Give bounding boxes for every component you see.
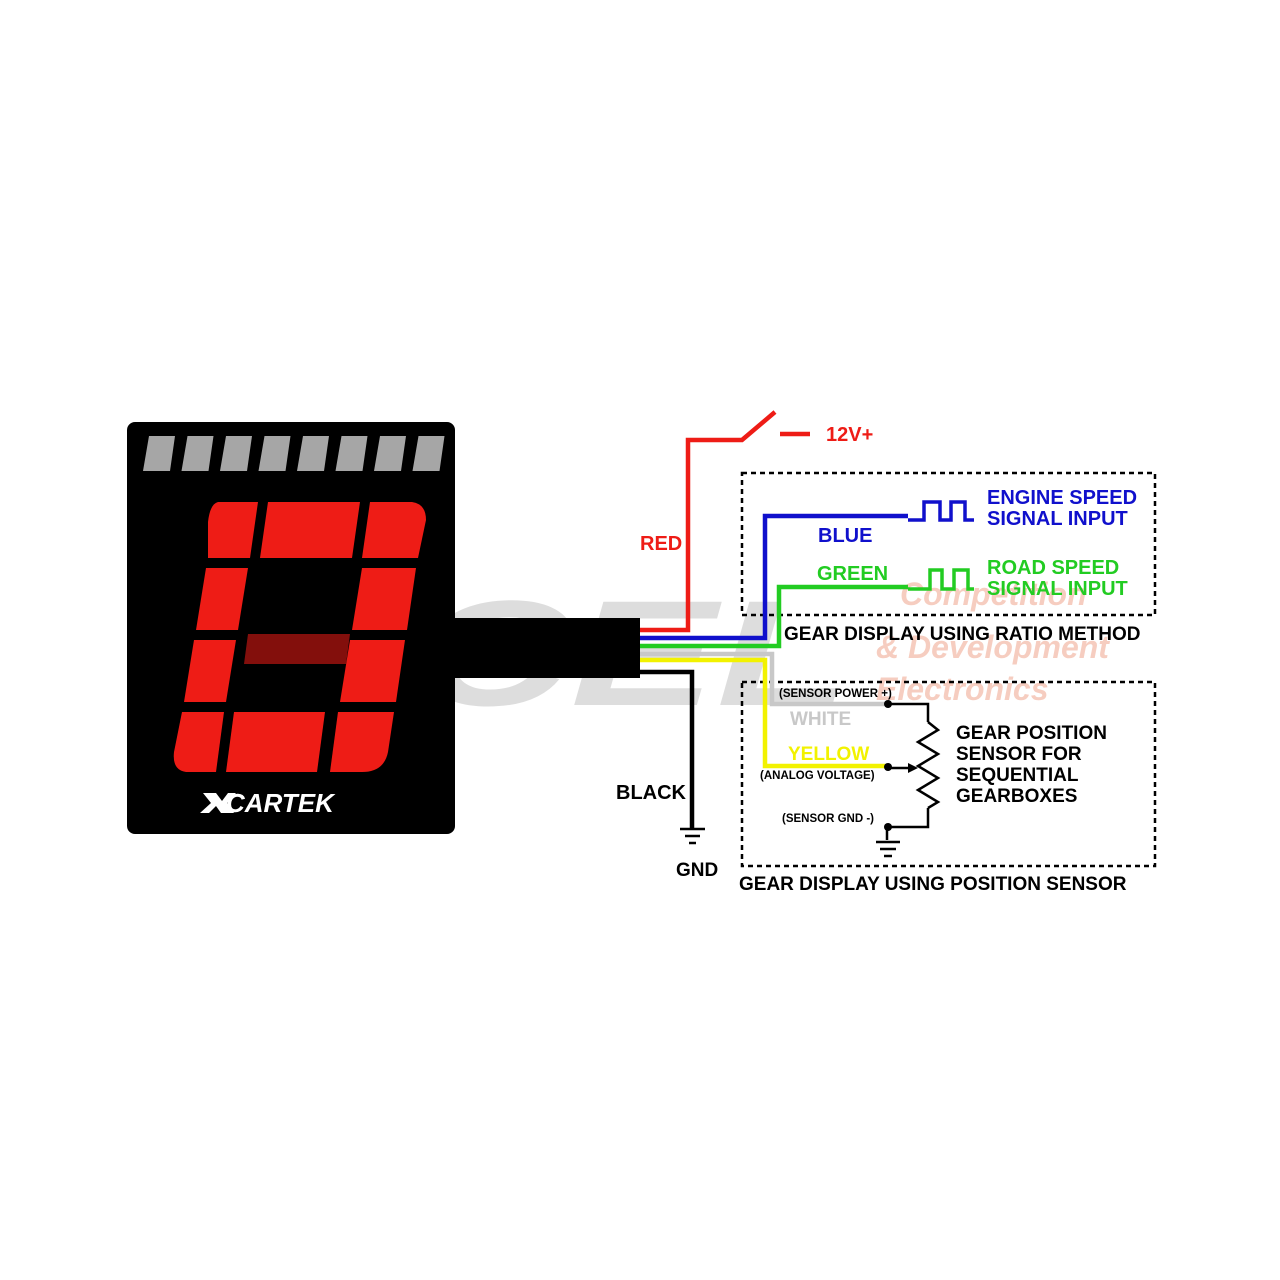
checkered-flag-icon bbox=[200, 793, 236, 813]
blue-wire bbox=[640, 513, 908, 641]
indicator-bar bbox=[220, 436, 252, 471]
analog-terminal bbox=[884, 763, 892, 771]
wiper-arrow-icon bbox=[908, 763, 918, 773]
yellow-wire-label: YELLOW bbox=[788, 744, 869, 765]
position-method-title: GEAR DISPLAY USING POSITION SENSOR bbox=[739, 874, 1127, 895]
blue-wire-label: BLUE bbox=[818, 525, 872, 547]
white-wire bbox=[640, 651, 887, 707]
indicator-bar bbox=[297, 436, 329, 471]
position-sensor-circuit bbox=[885, 702, 941, 840]
power-label: 12V+ bbox=[826, 424, 873, 446]
sensor-gnd-label: (SENSOR GND -) bbox=[782, 813, 874, 825]
sensor-upper-lead bbox=[887, 702, 930, 722]
indicator-bar bbox=[181, 436, 214, 471]
cartek-logo: CARTEK bbox=[200, 788, 336, 818]
analog-voltage-label: (ANALOG VOLTAGE) bbox=[760, 770, 875, 782]
seven-segment-digit bbox=[173, 502, 426, 772]
indicator-bar bbox=[374, 436, 406, 471]
gnd-label: GND bbox=[676, 860, 718, 881]
sensor-desc-line4: GEARBOXES bbox=[956, 786, 1077, 807]
sensor-lower-lead bbox=[885, 808, 930, 840]
sensor-gnd-terminal bbox=[884, 823, 892, 831]
black-wire-label: BLACK bbox=[616, 782, 687, 804]
watermark-line2: & Development bbox=[876, 629, 1110, 665]
wires bbox=[640, 410, 908, 828]
road-speed-label: ROAD SPEED bbox=[987, 557, 1119, 579]
sensor-desc-line1: GEAR POSITION bbox=[956, 723, 1107, 744]
brand-logo-text: CARTEK bbox=[226, 788, 336, 818]
digit-segment bbox=[173, 712, 224, 772]
digit-segment bbox=[352, 568, 416, 630]
ground-icon bbox=[680, 827, 705, 845]
digit-segment bbox=[184, 640, 236, 702]
engine-signal-label: SIGNAL INPUT bbox=[987, 508, 1128, 530]
sensor-ground-icon bbox=[876, 840, 900, 858]
digit-segment bbox=[208, 502, 258, 558]
white-wire-label: WHITE bbox=[790, 709, 851, 730]
indicator-bar bbox=[412, 436, 445, 471]
resistor-icon bbox=[915, 721, 941, 810]
road-pulse-icon bbox=[908, 568, 974, 591]
gear-display-unit: CARTEK bbox=[127, 422, 455, 834]
position-sensor-box bbox=[740, 680, 1157, 868]
engine-pulse-icon bbox=[908, 500, 974, 522]
indicator-bar bbox=[143, 436, 175, 471]
indicator-bar bbox=[335, 436, 368, 471]
sensor-power-terminal bbox=[884, 700, 892, 708]
digit-segment bbox=[260, 502, 360, 558]
ratio-method-title: GEAR DISPLAY USING RATIO METHOD bbox=[784, 624, 1140, 645]
engine-speed-label: ENGINE SPEED bbox=[987, 487, 1137, 509]
sensor-desc-line3: SEQUENTIAL bbox=[956, 765, 1079, 786]
red-wire-label: RED bbox=[640, 533, 682, 555]
digit-segment bbox=[226, 712, 325, 772]
digit-segment bbox=[340, 640, 405, 702]
black-wire bbox=[640, 669, 695, 828]
sensor-power-label: (SENSOR POWER +) bbox=[779, 688, 892, 700]
red-wire bbox=[640, 410, 777, 633]
sensor-desc-line2: SENSOR FOR bbox=[956, 744, 1082, 765]
green-wire bbox=[640, 584, 908, 649]
cable-sheath bbox=[455, 618, 640, 678]
digit-segment bbox=[196, 568, 248, 630]
digit-segment bbox=[244, 634, 350, 664]
digit-segment bbox=[330, 712, 394, 772]
road-signal-label: SIGNAL INPUT bbox=[987, 578, 1128, 600]
green-wire-label: GREEN bbox=[817, 563, 888, 585]
yellow-wire bbox=[640, 657, 887, 769]
digit-segment bbox=[362, 502, 426, 558]
indicator-bars bbox=[143, 436, 445, 471]
ratio-method-box bbox=[740, 471, 1157, 617]
watermark-line3: Electronics bbox=[876, 671, 1049, 707]
indicator-bar bbox=[258, 436, 291, 471]
